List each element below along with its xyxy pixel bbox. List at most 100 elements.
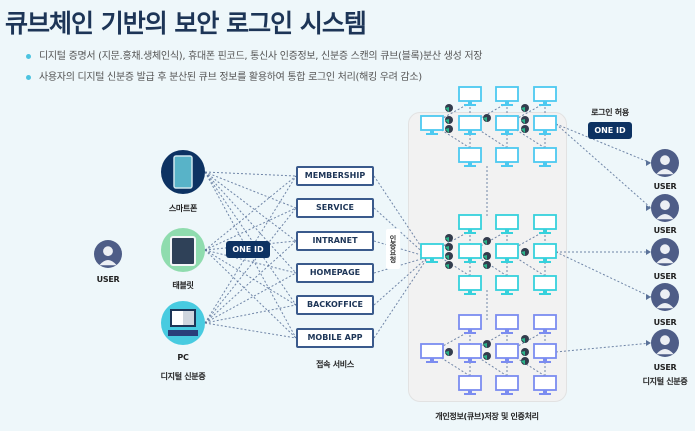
cube-face — [521, 338, 525, 343]
node-monitor-icon — [458, 275, 482, 295]
monitor-base — [539, 165, 551, 167]
service-service[interactable]: SERVICE — [296, 198, 374, 218]
bullet-item: 디지털 증명서 (지문.홍채.생체인식), 휴대폰 핀코드, 통신사 인증정보,… — [26, 50, 482, 71]
monitor-neck — [543, 290, 547, 293]
monitor-neck — [505, 358, 509, 361]
user-icon — [651, 238, 679, 266]
avatar-head — [660, 155, 670, 166]
cube-face — [521, 119, 525, 124]
mesh-link — [469, 102, 508, 125]
monitor-neck — [543, 390, 547, 393]
monitor-base — [464, 293, 476, 295]
monitor-screen — [458, 86, 482, 102]
monitor-neck — [468, 130, 472, 133]
cube-face — [445, 351, 449, 356]
cube-face — [521, 360, 525, 365]
device-label-tablet: 태블릿 — [172, 281, 194, 290]
data-cube-icon — [483, 261, 491, 269]
monitor-screen — [533, 275, 557, 291]
cube-face — [445, 128, 449, 133]
node-monitor-icon — [533, 343, 557, 363]
cube-face — [521, 128, 525, 133]
monitor-screen — [458, 147, 482, 163]
avatar-head — [660, 289, 670, 300]
connection-lines — [204, 102, 652, 377]
monitor-screen — [495, 147, 519, 163]
node-monitor-icon — [495, 147, 519, 167]
avatar-head — [103, 246, 113, 257]
monitor-base — [464, 261, 476, 263]
right-user-label: USER — [653, 272, 677, 281]
data-cube-icon — [483, 237, 491, 245]
monitor-neck — [505, 390, 509, 393]
login-arrow — [555, 342, 652, 353]
blockchain-caption: 개인정보(큐브)저장 및 인증처리 — [435, 412, 539, 421]
node-monitor-icon — [533, 86, 557, 106]
service-backoffice[interactable]: BACKOFFICE — [296, 295, 374, 315]
data-cube-icon — [521, 125, 529, 133]
login-one-id-badge: ONE ID — [588, 122, 632, 139]
monitor-screen — [533, 243, 557, 259]
avatar-body — [656, 348, 674, 355]
cube-face — [521, 107, 525, 112]
monitor-base — [501, 261, 513, 263]
service-membership[interactable]: MEMBERSHIP — [296, 166, 374, 186]
data-cube-icon — [483, 114, 491, 122]
monitor-neck — [468, 258, 472, 261]
service-mobile-app[interactable]: MOBILE APP — [296, 328, 374, 348]
monitor-screen — [458, 314, 482, 330]
monitor-base — [501, 133, 513, 135]
cube-face — [445, 255, 449, 260]
one-id-badge: ONE ID — [226, 241, 270, 258]
cube-face — [445, 237, 449, 242]
data-cube-icon — [483, 252, 491, 260]
monitor-screen — [420, 343, 444, 359]
node-monitor-icon — [495, 214, 519, 234]
right-caption: 디지털 신분증 — [642, 377, 688, 386]
avatar-body — [656, 257, 674, 264]
monitor-base — [501, 232, 513, 234]
node-monitor-icon — [533, 275, 557, 295]
device-label-smartphone: 스마트폰 — [168, 204, 198, 213]
node-monitor-icon — [533, 375, 557, 395]
monitor-base — [464, 232, 476, 234]
arrow-head-icon — [646, 249, 651, 255]
device-service-link — [204, 249, 297, 306]
data-cube-icon — [445, 261, 453, 269]
cube-face — [483, 264, 487, 269]
avatar-body — [99, 259, 117, 266]
node-monitor-icon — [458, 86, 482, 106]
monitor-neck — [430, 258, 434, 261]
smartphone-icon — [173, 155, 193, 189]
node-monitor-icon — [458, 343, 482, 363]
tablet-icon — [170, 236, 196, 266]
device-service-link — [204, 175, 297, 324]
monitor-neck — [543, 162, 547, 165]
monitor-neck — [543, 258, 547, 261]
monitor-screen — [533, 214, 557, 230]
monitor-screen — [495, 314, 519, 330]
services-caption: 접속 서비스 — [316, 360, 354, 369]
data-cube-icon — [445, 252, 453, 260]
monitor-screen — [458, 343, 482, 359]
monitor-neck — [430, 130, 434, 133]
device-service-link — [204, 175, 297, 251]
monitor-base — [539, 361, 551, 363]
node-monitor-icon — [533, 243, 557, 263]
node-monitor-icon — [495, 314, 519, 334]
avatar-head — [660, 335, 670, 346]
cube-face — [483, 255, 487, 260]
service-intranet[interactable]: INTRANET — [296, 231, 374, 251]
device-service-link — [204, 171, 297, 274]
node-monitor-icon — [420, 243, 444, 263]
monitor-screen — [458, 115, 482, 131]
bullet-item: 사용자의 디지털 신분증 발급 후 분산된 큐브 정보를 활용하여 통합 로그인… — [26, 71, 482, 92]
monitor-neck — [543, 130, 547, 133]
monitor-screen — [458, 275, 482, 291]
left-user-label: USER — [96, 275, 120, 284]
service-homepage[interactable]: HOMEPAGE — [296, 263, 374, 283]
monitor-screen — [533, 115, 557, 131]
monitor-screen — [495, 115, 519, 131]
monitor-base — [539, 332, 551, 334]
devices-caption: 디지털 신분증 — [160, 372, 206, 381]
